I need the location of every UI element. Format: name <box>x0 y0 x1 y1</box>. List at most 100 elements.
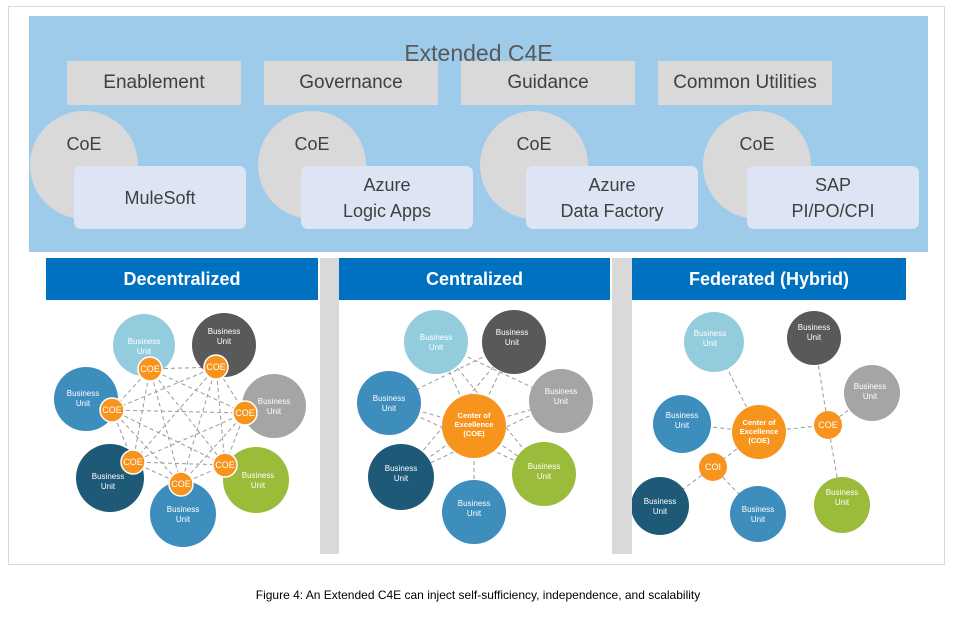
svg-text:Center of: Center of <box>743 418 776 427</box>
center-of-excellence-node: Center of Excellence (COE) <box>442 394 506 458</box>
svg-text:Center of: Center of <box>458 411 491 420</box>
tool-label: Azure <box>363 174 411 195</box>
svg-text:Business: Business <box>258 397 290 406</box>
svg-text:Business: Business <box>798 323 830 332</box>
svg-text:(COE): (COE) <box>463 429 485 438</box>
svg-text:COE: COE <box>102 405 122 415</box>
bu-gray: Business Unit <box>242 374 306 438</box>
svg-text:COE: COE <box>206 362 226 372</box>
svg-text:Unit: Unit <box>537 472 552 481</box>
coe-node: COE <box>168 471 194 497</box>
svg-text:Business: Business <box>666 411 698 420</box>
coe-node: COE <box>137 356 163 382</box>
coi-node: COI <box>699 453 727 481</box>
tool-mulesoft: MuleSoft <box>74 166 246 229</box>
svg-text:Business: Business <box>826 488 858 497</box>
decentralized-panel: Decentralized Business Unit Business <box>46 258 318 554</box>
svg-text:Business: Business <box>854 382 886 391</box>
decentralized-header: Decentralized <box>46 258 318 300</box>
figure-caption: Figure 4: An Extended C4E can inject sel… <box>255 588 701 602</box>
svg-text:Unit: Unit <box>76 399 91 408</box>
tool-label: PI/PO/CPI <box>791 200 875 221</box>
tool-azure-logic-apps: Azure Logic Apps <box>301 166 473 229</box>
svg-text:Business: Business <box>420 333 452 342</box>
svg-text:Business: Business <box>496 328 528 337</box>
svg-text:Business: Business <box>373 394 405 403</box>
svg-text:Business: Business <box>128 337 160 346</box>
coe-node: COE <box>814 411 842 439</box>
svg-text:Business: Business <box>92 472 124 481</box>
svg-text:Unit: Unit <box>863 392 878 401</box>
svg-text:Business: Business <box>67 389 99 398</box>
svg-text:Unit: Unit <box>429 343 444 352</box>
svg-text:Unit: Unit <box>835 498 850 507</box>
decentralized-diagram: Business Unit Business Unit Business Uni… <box>46 300 318 554</box>
svg-text:Unit: Unit <box>467 509 482 518</box>
svg-text:COE: COE <box>123 457 143 467</box>
svg-text:Excellence: Excellence <box>455 420 494 429</box>
decentralized-network: Business Unit Business Unit Business Uni… <box>54 313 306 547</box>
svg-text:Unit: Unit <box>751 515 766 524</box>
svg-text:Unit: Unit <box>505 338 520 347</box>
svg-text:COE: COE <box>215 460 235 470</box>
coe-node: COE <box>232 400 258 426</box>
pillar-common-utilities: Common Utilities <box>658 61 832 105</box>
svg-text:Unit: Unit <box>267 407 282 416</box>
coe-node: COE <box>99 397 125 423</box>
coe-node: COE <box>203 354 229 380</box>
svg-text:Business: Business <box>528 462 560 471</box>
svg-text:Unit: Unit <box>703 339 718 348</box>
svg-text:Business: Business <box>167 505 199 514</box>
pillar-guidance: Guidance <box>461 61 635 105</box>
svg-text:Unit: Unit <box>807 333 822 342</box>
pillar-governance: Governance <box>264 61 438 105</box>
center-of-excellence-node: Center of Excellence (COE) <box>732 405 786 459</box>
svg-text:Business: Business <box>644 497 676 506</box>
tool-label: SAP <box>814 174 852 195</box>
svg-text:Unit: Unit <box>675 421 690 430</box>
svg-text:Unit: Unit <box>653 507 668 516</box>
tool-sap-pi-po-cpi: SAP PI/PO/CPI <box>747 166 919 229</box>
svg-text:Business: Business <box>242 471 274 480</box>
svg-text:COE: COE <box>235 408 255 418</box>
federated-header: Federated (Hybrid) <box>632 258 906 300</box>
coe-node: COE <box>212 452 238 478</box>
svg-text:Unit: Unit <box>382 404 397 413</box>
svg-text:COE: COE <box>171 479 191 489</box>
tool-label: MuleSoft <box>124 187 196 208</box>
extended-c4e-section: Extended C4E Enablement Governance Guida… <box>29 16 928 252</box>
svg-text:Unit: Unit <box>137 347 152 356</box>
centralized-header: Centralized <box>339 258 610 300</box>
svg-text:Business: Business <box>385 464 417 473</box>
svg-text:Unit: Unit <box>251 481 266 490</box>
svg-text:Business: Business <box>694 329 726 338</box>
svg-text:COI: COI <box>705 462 721 472</box>
tool-label: Data Factory <box>560 200 664 221</box>
pillar-enablement: Enablement <box>67 61 241 105</box>
bu-mid-blue-bottom: Business Unit <box>150 481 216 547</box>
svg-text:Business: Business <box>208 327 240 336</box>
svg-text:Unit: Unit <box>101 482 116 491</box>
tool-azure-data-factory: Azure Data Factory <box>526 166 698 229</box>
tool-label: Azure <box>588 174 636 195</box>
svg-text:Unit: Unit <box>176 515 191 524</box>
coe-node: COE <box>120 449 146 475</box>
